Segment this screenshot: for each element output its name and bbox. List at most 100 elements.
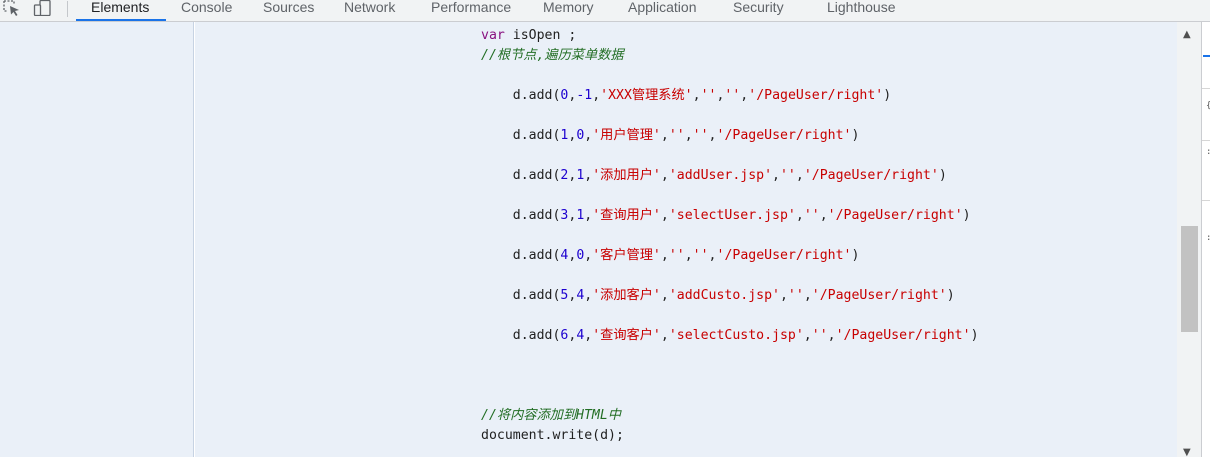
code-token: , (803, 288, 812, 303)
code-token: , (568, 288, 577, 303)
code-token: , (660, 168, 669, 183)
code-line: //根节点,遍历菜单数据 (195, 46, 1177, 66)
code-token: '/PageUser/right' (811, 288, 947, 303)
code-lines: //创建变量var isOpen ;//根节点,遍历菜单数据​ d.add(0,… (195, 22, 1177, 446)
code-token: , (708, 248, 717, 263)
code-token: ) (962, 208, 971, 223)
code-token: '' (803, 208, 820, 223)
code-token: , (584, 168, 593, 183)
code-token: '' (724, 88, 741, 103)
code-line: ​ (195, 366, 1177, 386)
code-token: , (708, 128, 717, 143)
code-token: 3 (560, 208, 569, 223)
code-token: , (568, 168, 577, 183)
code-token: d.add( (481, 88, 561, 103)
code-token: , (660, 208, 669, 223)
tab-security[interactable]: Security (733, 0, 784, 15)
code-line: ​ (195, 226, 1177, 246)
tab-performance[interactable]: Performance (431, 0, 512, 15)
code-line: d.add(2,1,'添加用户','addUser.jsp','','/Page… (195, 166, 1177, 186)
vertical-scrollbar[interactable]: ▲ ▼ (1177, 22, 1201, 458)
tab-sources[interactable]: Sources (263, 0, 315, 15)
code-line: ​ (195, 66, 1177, 86)
scroll-down-arrow-icon[interactable]: ▼ (1183, 447, 1191, 458)
code-token: '/PageUser/right' (716, 248, 852, 263)
code-token: ) (938, 168, 947, 183)
code-token: ) (851, 248, 860, 263)
code-token: , (660, 288, 669, 303)
code-token: '/PageUser/right' (716, 128, 852, 143)
code-token: ) (970, 328, 979, 343)
code-token: ) (946, 288, 955, 303)
code-token: '添加客户' (592, 288, 661, 303)
code-token: //创建变量 (481, 22, 550, 23)
code-line: ​ (195, 186, 1177, 206)
code-token: '/PageUser/right' (803, 168, 939, 183)
code-token: , (584, 128, 593, 143)
code-line: d.add(3,1,'查询用户','selectUser.jsp','','/P… (195, 206, 1177, 226)
code-line: d.add(5,4,'添加客户','addCusto.jsp','','/Pag… (195, 286, 1177, 306)
tab-network[interactable]: Network (344, 0, 396, 15)
code-token: , (568, 88, 577, 103)
tab-elements[interactable]: Elements (91, 0, 150, 15)
code-token: isOpen ; (504, 28, 577, 43)
code-token: , (803, 328, 812, 343)
code-token: , (716, 88, 725, 103)
code-token: 4 (576, 328, 585, 343)
code-token: , (795, 168, 804, 183)
code-token: '添加用户' (592, 168, 661, 183)
code-token: //将内容添加到HTML中 (481, 408, 621, 423)
inspect-element-icon[interactable] (3, 0, 21, 16)
devtools-toolbar: Elements Console Sources Network Perform… (0, 0, 1210, 22)
code-token: 1 (576, 168, 585, 183)
source-code-editor[interactable]: //创建变量var isOpen ;//根节点,遍历菜单数据​ d.add(0,… (195, 22, 1177, 457)
code-token: '' (668, 248, 685, 263)
device-toolbar-icon[interactable] (33, 0, 53, 16)
scrollbar-thumb[interactable] (1181, 226, 1198, 332)
code-token: , (772, 168, 780, 183)
code-token: '/PageUser/right' (748, 88, 884, 103)
code-token: 5 (560, 288, 569, 303)
code-line: document.write(d); (195, 426, 1177, 446)
styles-side-panel: { : : (1201, 22, 1210, 457)
code-token: , (584, 288, 593, 303)
side-panel-divider (1202, 140, 1210, 141)
side-panel-tab-indicator (1203, 55, 1210, 57)
code-line: //将内容添加到HTML中 (195, 406, 1177, 426)
side-panel-text-fragment: { (1206, 102, 1210, 111)
tab-console[interactable]: Console (181, 0, 233, 15)
code-token: '查询用户' (592, 208, 661, 223)
side-panel-divider (1202, 200, 1210, 201)
scroll-up-arrow-icon[interactable]: ▲ (1183, 29, 1191, 40)
code-token: '客户管理' (592, 248, 661, 263)
code-token: d.add( (481, 128, 561, 143)
code-token: , (568, 208, 577, 223)
tab-memory[interactable]: Memory (543, 0, 594, 15)
tab-lighthouse[interactable]: Lighthouse (827, 0, 896, 15)
code-token: , (660, 248, 669, 263)
code-line: d.add(1,0,'用户管理','','','/PageUser/right'… (195, 126, 1177, 146)
code-token: '用户管理' (592, 128, 661, 143)
code-token: , (568, 128, 577, 143)
code-line: //创建变量 (195, 22, 1177, 26)
code-token: 'XXX管理系统' (600, 88, 693, 103)
code-token: , (692, 88, 701, 103)
code-token: d.add( (481, 168, 561, 183)
code-token: '' (692, 128, 709, 143)
code-token: var (481, 28, 505, 43)
code-token: 6 (560, 328, 569, 343)
code-token: , (568, 248, 577, 263)
code-line: d.add(6,4,'查询客户','selectCusto.jsp','','/… (195, 326, 1177, 346)
code-token: , (568, 328, 577, 343)
code-token: 0 (576, 248, 585, 263)
code-token: , (684, 128, 693, 143)
code-line: ​ (195, 146, 1177, 166)
line-number-gutter (0, 22, 194, 457)
code-line: ​ (195, 306, 1177, 326)
code-token: 1 (576, 208, 585, 223)
code-token: , (795, 208, 804, 223)
active-tab-indicator (76, 19, 166, 21)
code-token: , (584, 248, 593, 263)
code-token: , (660, 128, 669, 143)
tab-application[interactable]: Application (628, 0, 697, 15)
